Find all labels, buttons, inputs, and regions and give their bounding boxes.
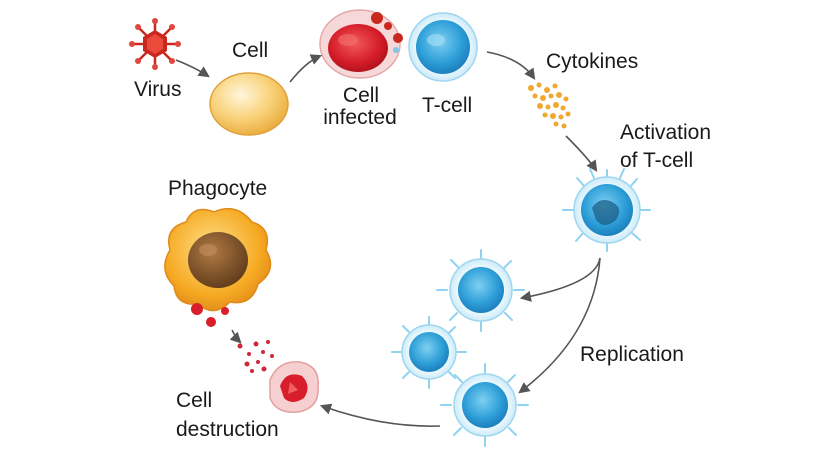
- replication-label: Replication: [580, 343, 684, 366]
- replicated-t-cell-middle: [391, 316, 467, 389]
- cell-destruction-label-line2: destruction: [176, 418, 279, 441]
- phagocyte-label: Phagocyte: [168, 177, 268, 200]
- flow-arrows: [175, 51, 601, 427]
- cell-label: Cell: [232, 39, 269, 62]
- cell-destruction-label-line1: Cell: [176, 389, 213, 412]
- infected-cell: [319, 9, 403, 79]
- activation-label-line1: Activation: [620, 121, 712, 144]
- cell-infected-label-line1: Cell: [342, 84, 380, 107]
- cell-debris: [237, 340, 274, 373]
- cytokines-label: Cytokines: [546, 50, 639, 73]
- t-cell: [408, 12, 478, 82]
- activated-t-cell: [562, 168, 651, 252]
- replicated-t-cell-top: [436, 249, 525, 332]
- healthy-cell: [209, 72, 289, 136]
- t-cell-label: T-cell: [422, 94, 473, 117]
- destroyed-cell: [269, 361, 319, 413]
- virus-label: Virus: [134, 78, 182, 101]
- phagocyte: [164, 207, 272, 327]
- activation-label-line2: of T-cell: [620, 149, 694, 172]
- cell-infected-label-line2: infected: [323, 106, 397, 129]
- cytokines-cluster: [528, 82, 571, 129]
- virus-icon: [129, 18, 181, 70]
- replicated-t-cell-bottom: [440, 363, 529, 447]
